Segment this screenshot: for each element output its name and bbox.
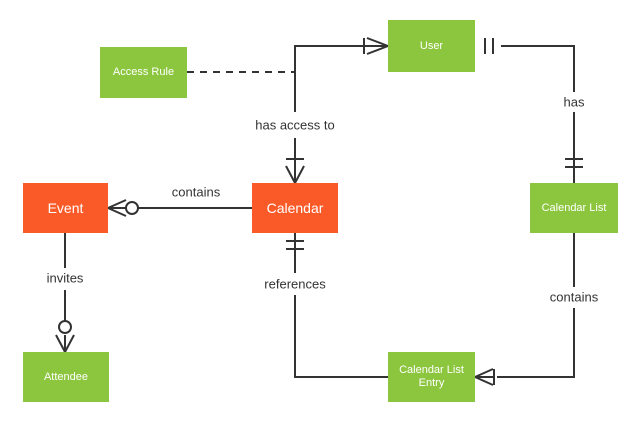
- entity-access-rule-label: Access Rule: [112, 66, 175, 79]
- entity-attendee-label: Attendee: [43, 370, 89, 383]
- edge-label-has-access-to: has access to: [255, 117, 335, 133]
- entity-calendar[interactable]: Calendar: [252, 183, 338, 233]
- edge-label-contains-calendar-list-entry: contains: [549, 289, 599, 305]
- marker-crowsfoot-entry-references: [474, 368, 494, 386]
- entity-calendar-list-label: Calendar List: [541, 201, 607, 214]
- entity-event-label: Event: [47, 199, 84, 216]
- marker-crowsfoot-calendar-top: [285, 165, 305, 184]
- entity-attendee[interactable]: Attendee: [23, 352, 109, 402]
- edge-label-contains-event-calendar: contains: [171, 184, 221, 200]
- marker-crowsfoot-user-access: [366, 37, 389, 55]
- edge-label-references: references: [264, 276, 326, 292]
- marker-crowsfoot-attendee: [55, 334, 75, 353]
- entity-calendar-list-entry[interactable]: Calendar List Entry: [388, 352, 475, 402]
- entity-user[interactable]: User: [388, 20, 475, 72]
- edge-label-has: has: [563, 94, 585, 110]
- edge-calendar-list-contains-entry-lower: [497, 308, 575, 378]
- edge-user-has-access-to-calendar: [294, 45, 388, 112]
- entity-access-rule[interactable]: Access Rule: [100, 47, 187, 98]
- edge-user-has-calendar-list: [501, 45, 575, 92]
- marker-zero-circle-event-contains: [125, 201, 139, 215]
- edge-label-invites: invites: [46, 270, 84, 286]
- entity-calendar-label: Calendar: [266, 199, 324, 216]
- marker-zero-circle-attendee: [58, 320, 72, 334]
- entity-calendar-list[interactable]: Calendar List: [530, 183, 618, 233]
- entity-event[interactable]: Event: [23, 183, 108, 233]
- entity-user-label: User: [419, 39, 444, 52]
- marker-crowsfoot-event-contains: [107, 199, 127, 217]
- entity-calendar-list-entry-label: Calendar List Entry: [399, 364, 464, 389]
- edge-calendar-references-entry-lower: [294, 295, 388, 378]
